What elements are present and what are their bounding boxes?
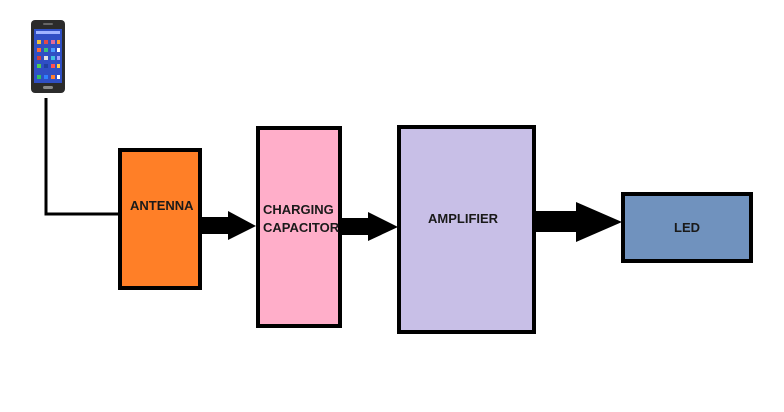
amplifier-block (397, 125, 536, 334)
led-block (621, 192, 753, 263)
antenna-label: ANTENNA (130, 198, 194, 213)
arrow-amplifier-to-led (536, 202, 622, 242)
arrow-antenna-to-capacitor (202, 211, 256, 240)
smartphone-icon (31, 20, 65, 93)
capacitor-label-line1: CHARGING (263, 202, 334, 217)
antenna-block (118, 148, 202, 290)
connection-line (44, 98, 119, 216)
capacitor-label-line2: CAPACITOR (263, 219, 340, 235)
charging-capacitor-block (256, 126, 342, 328)
led-label: LED (674, 220, 700, 235)
amplifier-label: AMPLIFIER (428, 211, 499, 226)
charging-capacitor-label: CHARGING CAPACITOR (263, 201, 339, 236)
arrow-capacitor-to-amplifier (342, 212, 398, 241)
